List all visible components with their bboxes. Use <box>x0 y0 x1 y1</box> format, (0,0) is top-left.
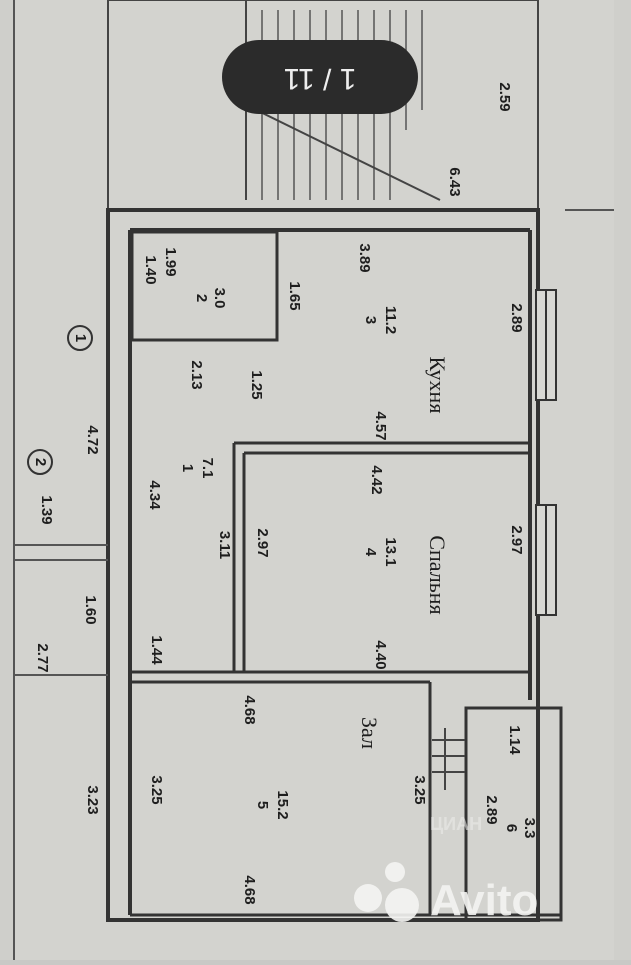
room-1-number: 1 <box>179 464 196 472</box>
stair-badge <box>222 40 418 114</box>
room-5-name: Зал <box>357 717 382 749</box>
axis-marker-1-label: 1 <box>72 334 89 342</box>
room-4-number: 4 <box>362 548 379 557</box>
room-4-dim-4-42: 4.42 <box>368 465 385 494</box>
outside-zones <box>14 209 614 676</box>
outside-dim-2-77: 2.77 <box>34 643 51 672</box>
room-6-dim-1-14: 1.14 <box>506 725 523 755</box>
axis-marker-1 <box>67 325 93 351</box>
room-5-dim-4-68-top: 4.68 <box>241 695 258 724</box>
room-1-dim-4-34: 4.34 <box>146 480 163 510</box>
room-3-dim-4-57: 4.57 <box>372 411 389 440</box>
room-3-number: 3 <box>362 316 379 324</box>
room-5-dim-3-25-right: 3.25 <box>411 775 428 804</box>
stair-block <box>107 0 539 211</box>
interior-walls <box>130 230 563 922</box>
outside-dim-3-23: 3.23 <box>84 785 101 814</box>
room-4-name: Спальня <box>425 535 450 614</box>
room-6-dim-2-89: 2.89 <box>483 795 500 824</box>
room-4-dim-2-97: 2.97 <box>508 525 525 554</box>
room-3-area: 11.2 <box>382 306 399 334</box>
room-1-area: 7.1 <box>199 458 216 479</box>
room-3-dim-3-89: 3.89 <box>356 243 373 272</box>
cian-watermark: ЦИАН <box>430 814 482 834</box>
axis-marker-2-label: 2 <box>32 458 49 466</box>
room-3-name: Кухня <box>425 357 450 414</box>
outside-dim-1-60: 1.60 <box>82 595 99 624</box>
outside-dim-1-39: 1.39 <box>38 495 55 524</box>
room-5-dim-4-68-bottom: 4.68 <box>241 875 258 904</box>
windows <box>535 289 557 616</box>
room-2-dim-1-65: 1.65 <box>286 281 303 310</box>
room-2-dim-1-99-visible: 1.99 <box>162 247 179 276</box>
room-2-number: 2 <box>193 294 210 302</box>
room-6-number: 6 <box>503 824 520 832</box>
room-1-dim-2-13: 2.13 <box>188 360 205 389</box>
sheet <box>14 0 614 960</box>
stair-dim-length: 6.43 <box>446 167 463 196</box>
room-1-dim-2-97: 2.97 <box>254 528 271 557</box>
balcony-door <box>432 728 465 790</box>
avito-watermark: Avito <box>430 876 538 925</box>
room-1-dim-1-25: 1.25 <box>248 370 265 399</box>
avito-logo <box>354 862 419 922</box>
room-3-dim-2-89: 2.89 <box>508 303 525 332</box>
room-5-number: 5 <box>254 801 271 809</box>
room-4-area: 13.1 <box>382 537 399 566</box>
room-1-dim-3-11: 3.11 <box>216 531 233 559</box>
outside-dim-4-72: 4.72 <box>84 425 101 454</box>
stair-label: 1 / 11 <box>284 62 357 95</box>
room-5-area: 15.2 <box>274 790 291 819</box>
room-4-dim-4-40: 4.40 <box>372 640 389 669</box>
room-2-area: 3.0 <box>211 288 228 309</box>
axis-marker-2 <box>27 449 53 475</box>
room-6-area: 3.3 <box>521 818 538 839</box>
room-5-dim-3-25-left: 3.25 <box>148 775 165 804</box>
stair-dim-width: 2.59 <box>496 82 513 111</box>
room-2-dim-1-40: 1.40 <box>142 255 159 284</box>
room-1-dim-1-44: 1.44 <box>148 635 165 665</box>
